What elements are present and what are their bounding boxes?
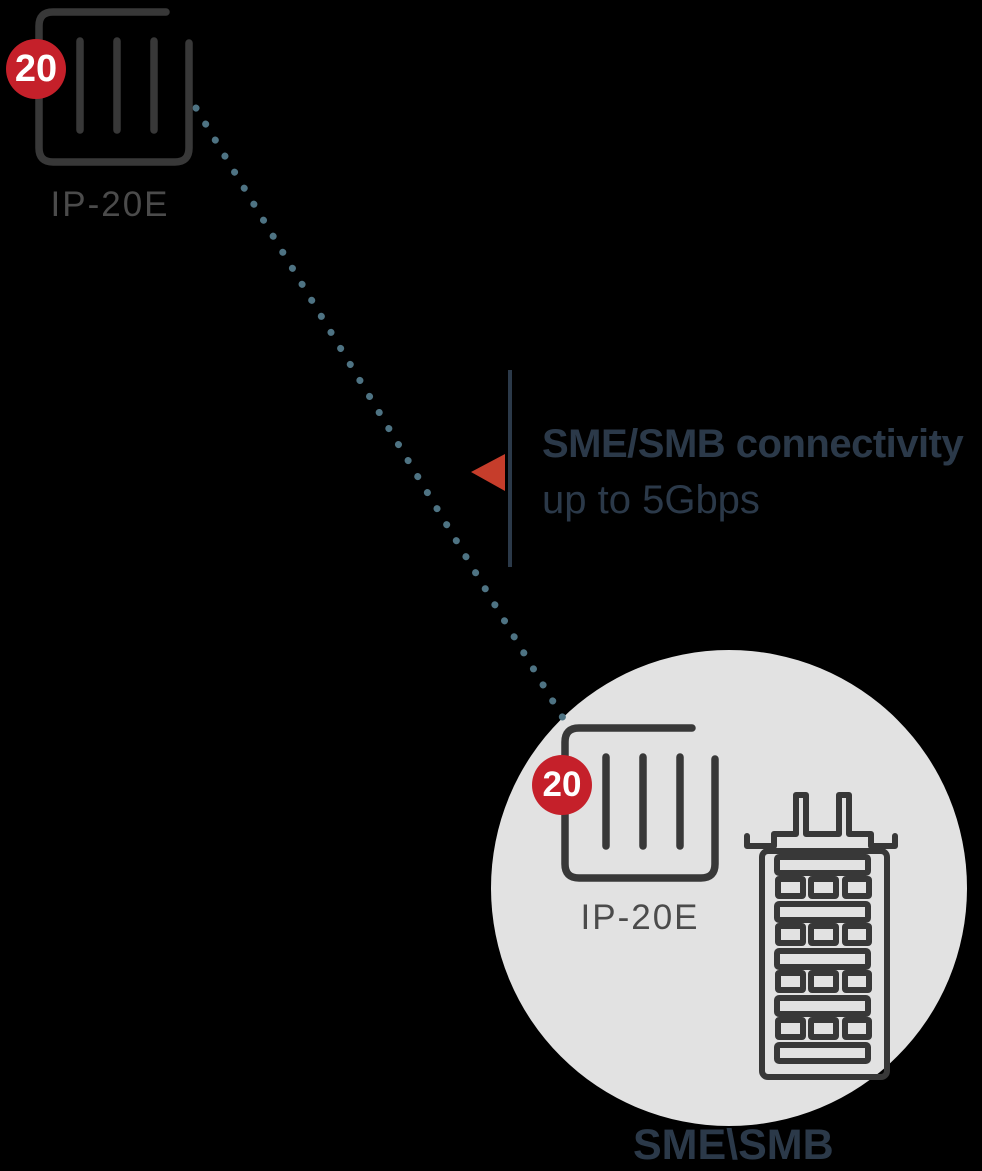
detail-node-badge-count: 20 [542, 765, 582, 804]
top-node-badge-count: 20 [14, 48, 58, 90]
building-windows [775, 876, 872, 1040]
detail-node-label: IP-20E [580, 898, 700, 937]
left-arrow-icon [471, 454, 505, 491]
building-label: SME\SMB [633, 1121, 834, 1169]
building-body [759, 848, 890, 1080]
detail-circle [491, 650, 967, 1126]
dotted-link-line [192, 104, 567, 722]
annotation-subtitle: up to 5Gbps [542, 478, 760, 522]
building-icon [744, 792, 898, 1080]
top-node-label: IP-20E [50, 185, 170, 224]
annotation-title: SME/SMB connectivity [542, 422, 964, 466]
building-roof-antennas [744, 792, 898, 849]
annotation-text: SME/SMB connectivity up to 5Gbps [542, 420, 964, 524]
